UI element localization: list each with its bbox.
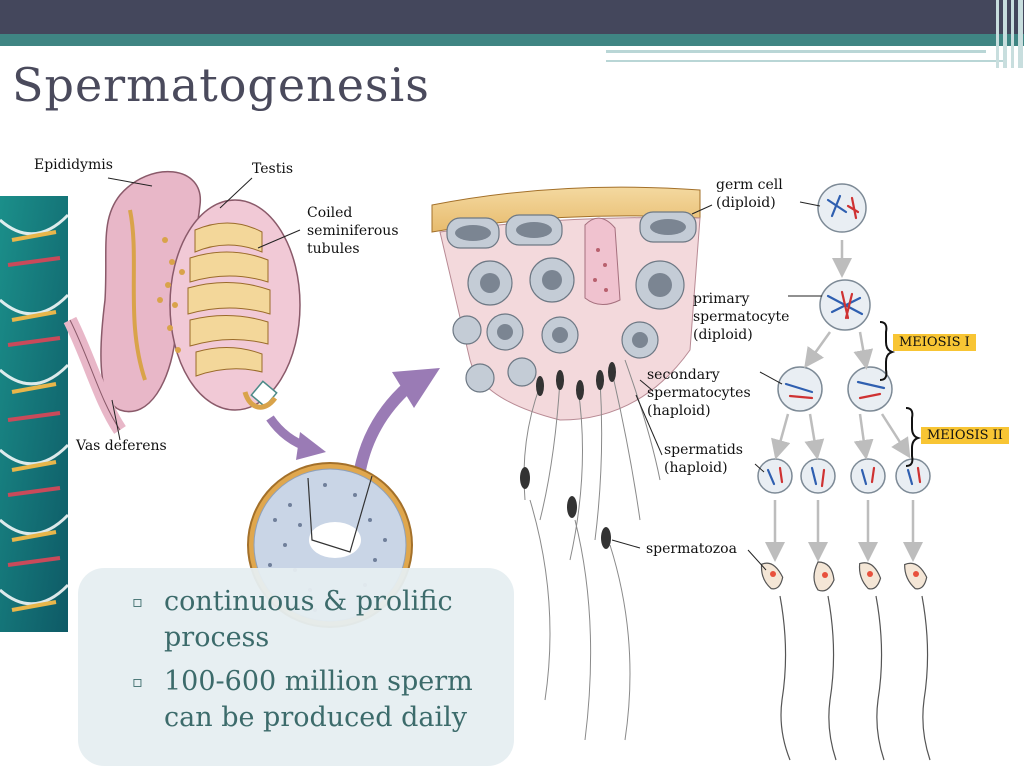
header-accent-line	[606, 50, 986, 53]
label-testis: Testis	[252, 161, 294, 177]
teal-band	[0, 34, 1024, 46]
bullet-text: 100-600 million sperm can be produced da…	[164, 666, 473, 733]
bullet-item: ▫ continuous & prolific process	[132, 584, 512, 656]
label-spermatozoa: spermatozoa	[646, 541, 737, 557]
bullet-list: ▫ continuous & prolific process ▫ 100-60…	[132, 584, 512, 744]
bullet-item: ▫ 100-600 million sperm can be produced …	[132, 664, 512, 736]
meiosis-flow-diagram	[747, 183, 931, 761]
header-edge-bars	[994, 0, 1024, 68]
tubule-wall-section	[431, 186, 713, 741]
dna-strip-image	[0, 196, 70, 632]
top-bar	[0, 0, 1024, 34]
label-epididymis: Epididymis	[34, 157, 113, 173]
header-accent-line	[606, 60, 1006, 62]
arrow-head	[296, 432, 326, 460]
badge-meiosis-1: MEIOSIS I	[893, 334, 976, 351]
bullet-text: continuous & prolific process	[164, 586, 453, 653]
badge-meiosis-2: MEIOSIS II	[921, 427, 1009, 444]
testis-drawing	[63, 170, 301, 441]
arrow-head	[392, 368, 440, 408]
arrow-to-wall	[354, 380, 414, 472]
label-vas-deferens: Vas deferens	[76, 438, 167, 454]
label-germ-cell: germ cell(diploid)	[716, 177, 783, 211]
bullet-callout-box	[78, 568, 514, 766]
bullet-marker-icon: ▫	[132, 672, 143, 691]
label-spermatids: spermatids(haploid)	[664, 442, 743, 476]
bullet-marker-icon: ▫	[132, 592, 143, 611]
slide-title: Spermatogenesis	[12, 58, 430, 112]
